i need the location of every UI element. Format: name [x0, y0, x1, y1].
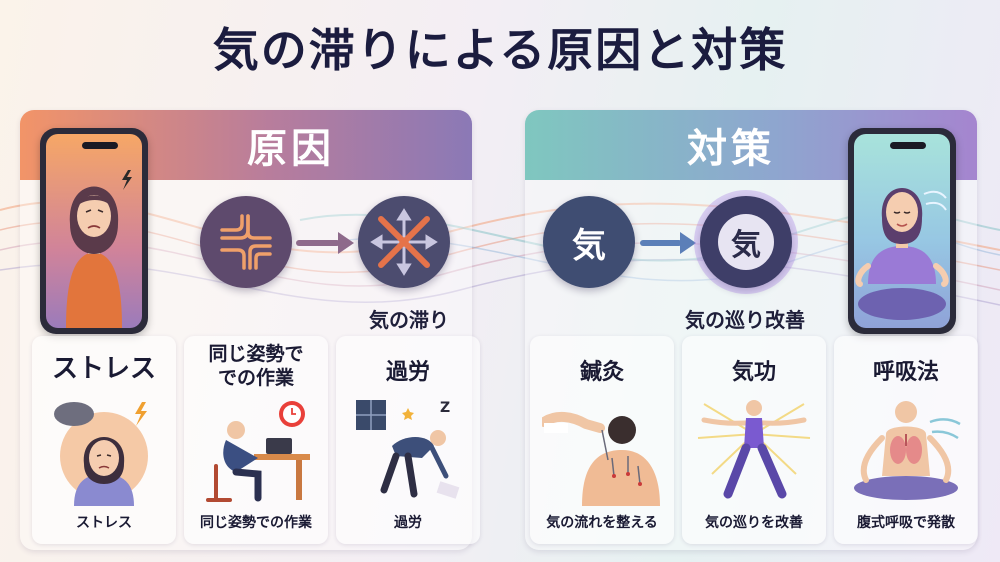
ki-circulation-icon: 気: [700, 196, 792, 288]
card-heading: 同じ姿勢で での作業: [208, 343, 304, 389]
card-caption: 気の流れを整える: [546, 515, 658, 531]
cause-card-posture: 同じ姿勢で での作業 同じ姿勢での作業: [184, 336, 328, 544]
stressed-person-phone: [40, 128, 148, 334]
remedy-card-breathing: 呼吸法 腹式呼吸で発散: [834, 336, 978, 544]
blocked-flow-icon: [358, 196, 450, 288]
cause-heading: 原因: [247, 126, 335, 172]
cause-flow-arrow: [296, 232, 354, 254]
cause-card-overwork: 過労 Z 過労: [336, 336, 480, 544]
card-caption: 腹式呼吸で発散: [857, 515, 955, 531]
tangled-lines-icon: [200, 196, 292, 288]
stressed-woman-illustration: [54, 402, 148, 506]
card-heading: ストレス: [51, 354, 156, 384]
card-heading: 気功: [731, 360, 776, 385]
card-caption: 気の巡りを改善: [705, 515, 803, 531]
cause-card-stress: ストレス ストレス: [32, 336, 176, 544]
stressed-person-illustration: [66, 170, 132, 328]
ki-glyph: 気: [718, 214, 774, 270]
svg-text:Z: Z: [440, 400, 450, 416]
remedy-heading: 対策: [687, 126, 775, 172]
acupuncture-illustration: [542, 412, 660, 506]
card-heading: 鍼灸: [579, 360, 624, 385]
meditating-person-illustration: [855, 188, 949, 320]
qigong-pose-illustration: [697, 400, 811, 499]
card-caption: 過労: [394, 515, 422, 531]
stagnation-label: 気の滞り: [369, 308, 449, 332]
card-caption: ストレス: [76, 515, 132, 531]
stressed-person-screen: [46, 134, 142, 328]
card-heading: 過労: [385, 360, 430, 385]
desk-worker-illustration: [206, 401, 310, 502]
remedy-card-qigong: 気功 気の巡りを改善: [682, 336, 826, 544]
card-heading: 呼吸法: [872, 360, 939, 385]
ki-glyph: 気: [572, 225, 606, 266]
remedy-card-acupuncture: 鍼灸 気の流れを整える: [530, 336, 674, 544]
card-caption: 同じ姿勢での作業: [200, 515, 312, 531]
phone-notch: [82, 142, 118, 149]
improvement-label: 気の巡り改善: [685, 308, 805, 332]
breathing-meditation-illustration: [854, 401, 961, 500]
page-title: 気の滞りによる原因と対策: [212, 23, 788, 77]
meditation-phone: [848, 128, 956, 334]
remedy-flow-arrow: [640, 232, 696, 254]
phone-notch: [890, 142, 926, 149]
exhausted-person-illustration: Z: [356, 400, 460, 499]
meditation-screen: [854, 134, 950, 328]
ki-flow-icon: 気: [543, 196, 635, 288]
